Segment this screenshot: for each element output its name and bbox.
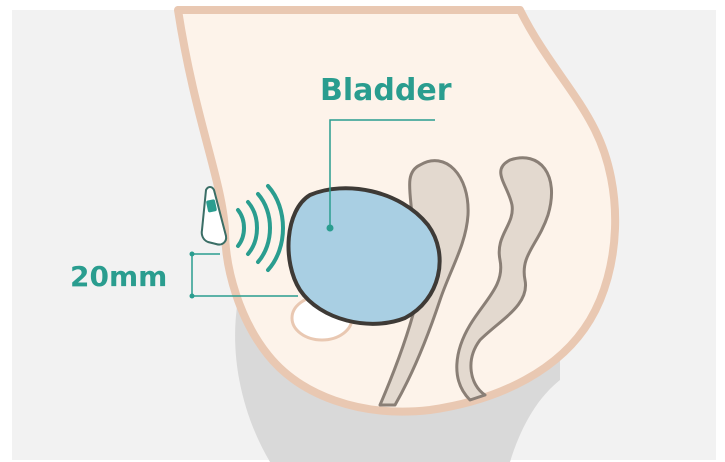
distance-label: 20mm [70, 260, 167, 293]
bladder-leader-dot [327, 225, 334, 232]
bladder-label: Bladder [320, 73, 452, 108]
